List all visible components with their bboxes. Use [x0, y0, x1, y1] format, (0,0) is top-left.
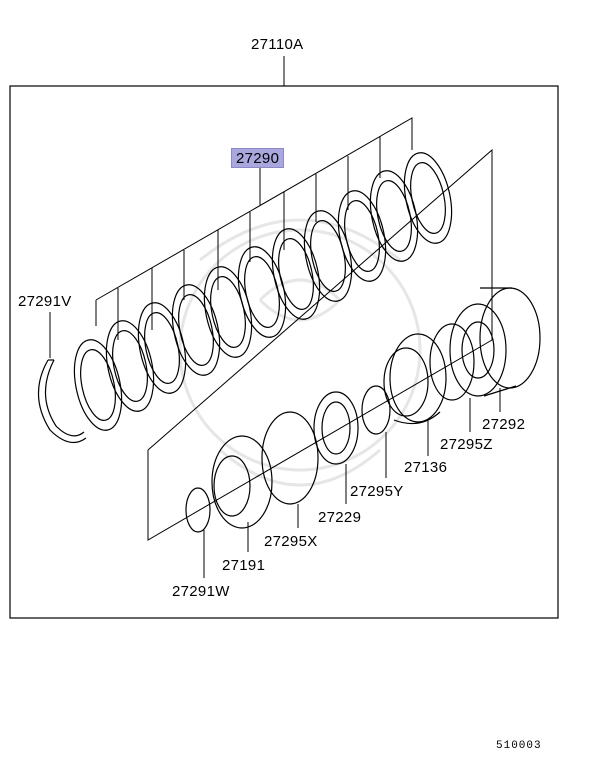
- oring-27295y: [361, 385, 391, 435]
- highlighted-part-label[interactable]: 27290: [231, 148, 285, 168]
- part-label-27292[interactable]: 27292: [482, 416, 526, 433]
- snap-ring-27291v: [37, 359, 87, 444]
- clutch-plates: [73, 152, 453, 431]
- part-label-27291w[interactable]: 27291W: [172, 583, 230, 600]
- part-label-27295y[interactable]: 27295Y: [350, 483, 404, 500]
- part-label-27191[interactable]: 27191: [222, 557, 266, 574]
- assembly-label: 27110A: [251, 36, 304, 53]
- subassembly-bracket: [147, 148, 493, 541]
- drum-27292: [449, 287, 541, 397]
- watermark-emblem: [178, 218, 422, 487]
- oring-27295z: [429, 323, 475, 401]
- part-label-27136[interactable]: 27136: [404, 459, 448, 476]
- part-label-27295z[interactable]: 27295Z: [440, 436, 493, 453]
- part-label-27291v[interactable]: 27291V: [18, 293, 72, 310]
- figure-number: 510003: [496, 740, 542, 752]
- snap-ring-27291w: [185, 487, 211, 533]
- part-label-27229[interactable]: 27229: [318, 509, 362, 526]
- part-label-27295x[interactable]: 27295X: [264, 533, 318, 550]
- clutch-pack-bracket: [95, 117, 413, 326]
- clutch-pack-leaders: [117, 136, 381, 340]
- oring-27295x: [261, 411, 319, 505]
- spring-27229: [313, 391, 359, 465]
- retainer-27191: [211, 435, 273, 529]
- piston-27136: [383, 333, 447, 425]
